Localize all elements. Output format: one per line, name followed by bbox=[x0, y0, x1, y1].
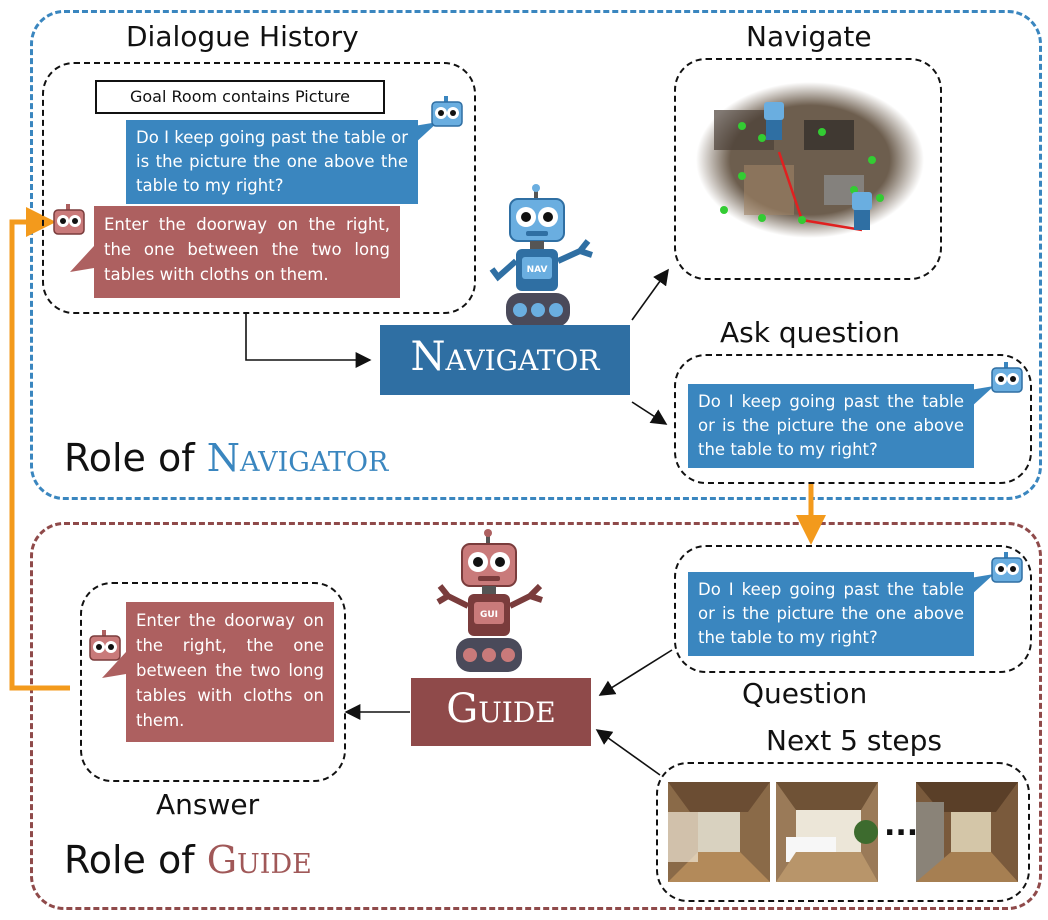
dialogue-history-label: Dialogue History bbox=[126, 20, 359, 53]
ask-question-label: Ask question bbox=[720, 316, 900, 349]
navigate-box bbox=[674, 58, 942, 280]
answer-label: Answer bbox=[156, 788, 260, 821]
navigator-to-navigate-arrow bbox=[631, 268, 669, 321]
dialogue-history-box bbox=[42, 62, 476, 314]
history-question-tail bbox=[414, 122, 438, 144]
navigator-to-ask-arrow bbox=[631, 401, 668, 425]
navigator-role-prefix: Role of bbox=[64, 436, 195, 480]
answer-bubble: Enter the doorway on the right, the one … bbox=[126, 602, 334, 742]
steps-to-guide-arrow bbox=[595, 729, 661, 776]
guide-role-prefix: Role of bbox=[64, 838, 195, 882]
navigation-map-image bbox=[696, 82, 924, 238]
guide-box bbox=[411, 678, 591, 746]
step-image-5 bbox=[916, 782, 1018, 882]
guide-robot-illustration: GUI bbox=[436, 529, 543, 672]
step-image-1 bbox=[668, 782, 770, 882]
history-guide-answer: Enter the doorway on the right, the one … bbox=[94, 206, 400, 298]
ask-question-tail bbox=[970, 386, 994, 408]
guide-role-name: Guide bbox=[206, 838, 312, 882]
navigator-box-label: Navigator bbox=[410, 334, 600, 380]
question-box bbox=[674, 545, 1032, 673]
goal-box bbox=[95, 80, 385, 114]
history-to-navigator-arrow bbox=[245, 312, 372, 368]
history-answer-tail bbox=[70, 246, 94, 272]
next-steps-box bbox=[656, 762, 1030, 902]
question-to-guide-arrow bbox=[598, 649, 673, 696]
guide-role-title: Role of Guide bbox=[64, 838, 312, 882]
question-label: Question bbox=[742, 677, 868, 710]
navigator-role-frame bbox=[30, 10, 1042, 500]
navigator-robot-badge: NAV bbox=[527, 265, 548, 275]
navigate-label: Navigate bbox=[746, 20, 872, 53]
goal-text: Goal Room contains Picture bbox=[129, 87, 350, 106]
navigator-role-name: Navigator bbox=[206, 436, 389, 480]
guide-role-frame bbox=[30, 522, 1042, 910]
guide-robot-badge: GUI bbox=[480, 610, 498, 620]
history-navigator-question: Do I keep going past the table or is the… bbox=[126, 120, 418, 204]
question-tail bbox=[970, 574, 994, 596]
ask-question-robot-icon bbox=[991, 362, 1023, 393]
small-guide-robot-icon bbox=[53, 204, 85, 235]
guide-box-label: Guide bbox=[446, 686, 556, 732]
small-navigator-robot-icon bbox=[431, 96, 463, 127]
answer-robot-icon bbox=[89, 630, 121, 661]
ask-question-bubble: Do I keep going past the table or is the… bbox=[688, 384, 974, 468]
navigator-role-title: Role of Navigator bbox=[64, 436, 388, 480]
ask-question-box bbox=[674, 354, 1032, 484]
question-bubble: Do I keep going past the table or is the… bbox=[688, 572, 974, 656]
next-steps-label: Next 5 steps bbox=[766, 724, 942, 757]
steps-ellipsis: ... bbox=[884, 808, 919, 843]
answer-box bbox=[80, 582, 346, 782]
navigator-robot-illustration: NAV bbox=[489, 184, 593, 327]
feedback-arrow-left bbox=[9, 207, 70, 691]
step-image-2 bbox=[776, 782, 878, 882]
question-robot-icon bbox=[991, 552, 1023, 583]
navigator-box bbox=[380, 325, 630, 395]
